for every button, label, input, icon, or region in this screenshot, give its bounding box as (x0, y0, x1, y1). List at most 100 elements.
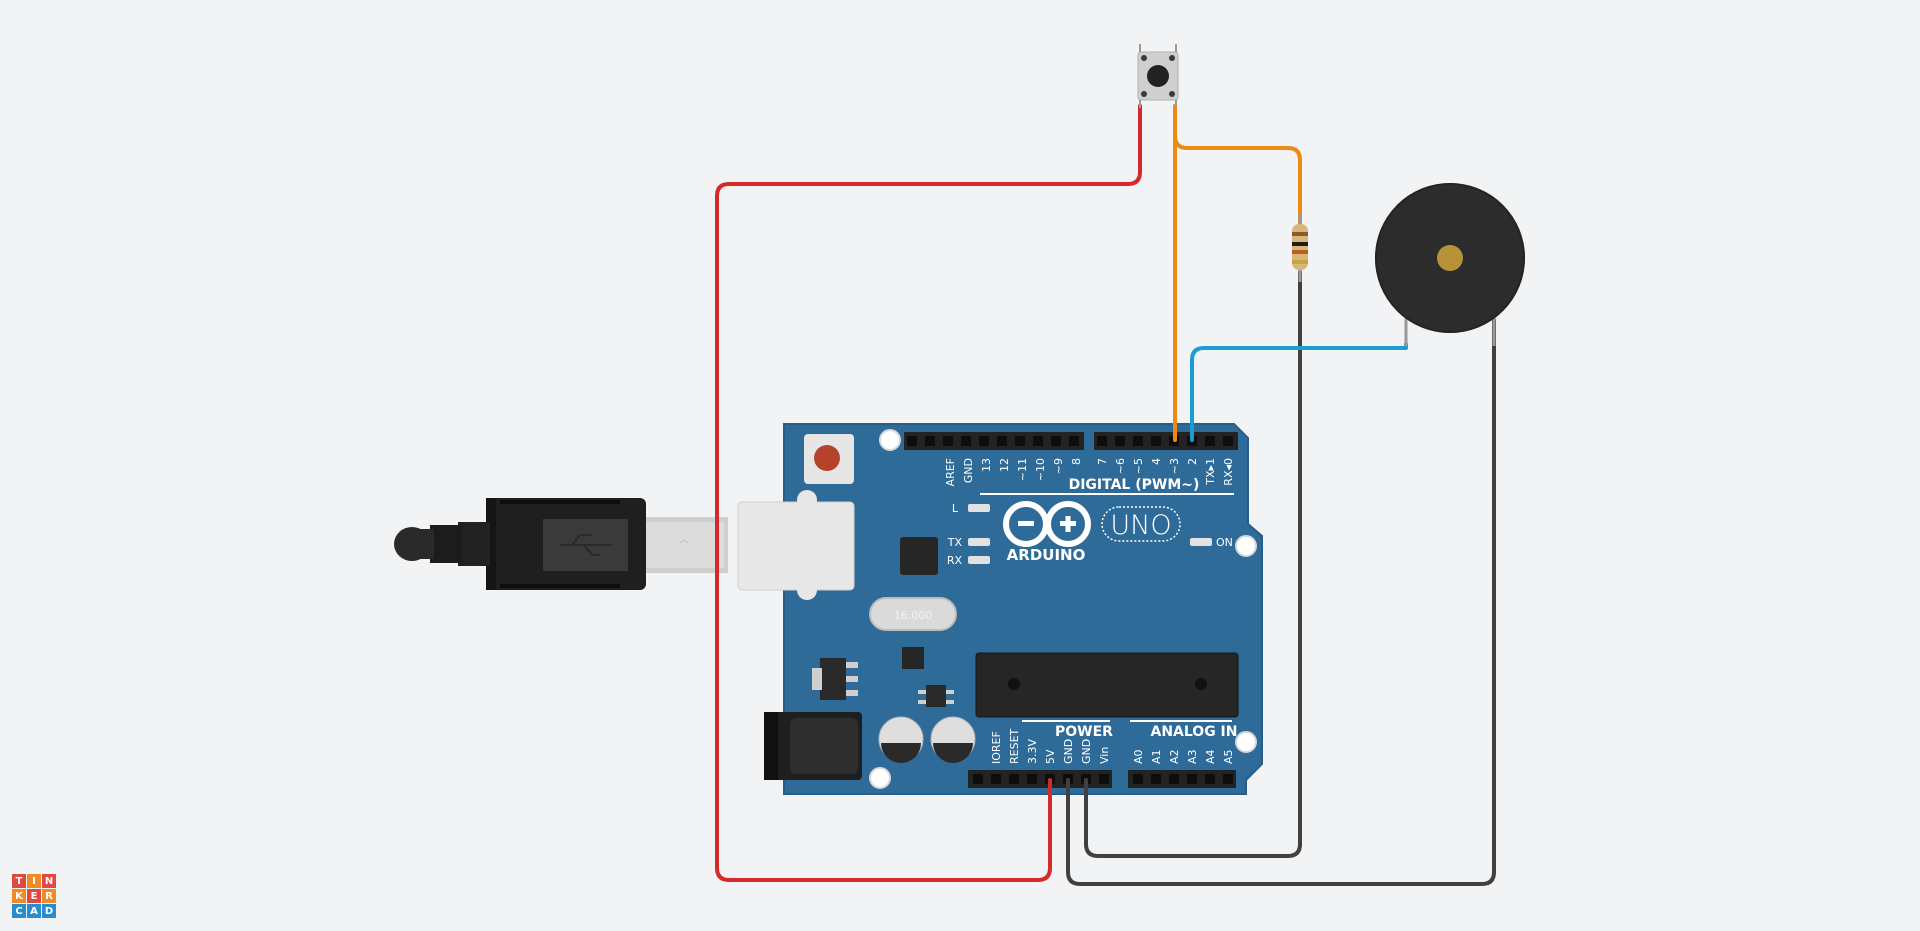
capacitors (878, 716, 976, 763)
logo-letter: K (12, 889, 26, 903)
pin-label: ~3 (1168, 458, 1181, 474)
pin-label: 2 (1186, 458, 1199, 465)
pin-label: GND (1062, 739, 1075, 764)
pin-label: GND (962, 458, 975, 483)
pin-socket[interactable] (943, 436, 953, 446)
usb-icon (560, 534, 612, 556)
pin-label: IOREF (990, 731, 1003, 764)
pin-label: A4 (1204, 749, 1217, 764)
power-header (968, 770, 1112, 788)
pin-label: A5 (1222, 749, 1235, 764)
digital-header-label: DIGITAL (PWM~) (1069, 477, 1200, 493)
pin-socket[interactable] (961, 436, 971, 446)
piezo-buzzer[interactable] (1375, 183, 1525, 346)
pin-socket[interactable] (1097, 436, 1107, 446)
pin-socket[interactable] (1099, 774, 1109, 784)
pin-socket[interactable] (907, 436, 917, 446)
pin-socket[interactable] (1169, 774, 1179, 784)
regulator (812, 658, 858, 700)
pin-label: Vin (1098, 747, 1111, 764)
pin-label: ~6 (1114, 458, 1127, 474)
resistor[interactable] (1292, 214, 1308, 282)
pin-label: 13 (980, 458, 993, 472)
logo-letter: A (27, 904, 41, 918)
pin-label: 7 (1096, 458, 1109, 465)
pin-socket[interactable] (991, 774, 1001, 784)
logo-letter: D (42, 904, 56, 918)
pin-socket[interactable] (1133, 774, 1143, 784)
pin-socket[interactable] (1205, 436, 1215, 446)
pin-label: 5V (1044, 749, 1057, 764)
pin-label: ~10 (1034, 458, 1047, 481)
wire-button-to-resistor[interactable] (1173, 104, 1302, 228)
pin-label: 3.3V (1026, 739, 1039, 764)
analog-header (1128, 770, 1236, 788)
wire-buzzer-to-pin2[interactable] (1190, 342, 1408, 442)
pin-socket[interactable] (979, 436, 989, 446)
pin-label: A3 (1186, 749, 1199, 764)
usb-cable[interactable] (394, 498, 728, 590)
logo-letter: T (12, 874, 26, 888)
arduino-uno-board[interactable]: 16.000 L TX RX (737, 423, 1263, 795)
crystal-label: 16.000 (894, 609, 933, 622)
digital-header-right (1094, 432, 1238, 450)
wire-resistor-to-gnd[interactable] (1084, 270, 1302, 858)
pin-socket[interactable] (1187, 774, 1197, 784)
pin-label: 12 (998, 458, 1011, 472)
pin-socket[interactable] (1115, 436, 1125, 446)
pin-socket[interactable] (1009, 774, 1019, 784)
reset-button[interactable] (804, 434, 854, 484)
pin-socket[interactable] (1223, 436, 1233, 446)
usb-chip (900, 537, 938, 575)
pin-label: ~5 (1132, 458, 1145, 474)
uno-badge: UNO (1101, 506, 1181, 542)
power-header-label: POWER (1055, 724, 1113, 740)
pin-socket[interactable] (1051, 436, 1061, 446)
pin-socket[interactable] (997, 436, 1007, 446)
power-jack (764, 712, 862, 780)
push-button[interactable] (1137, 44, 1179, 108)
logo-letter: C (12, 904, 26, 918)
pin-socket[interactable] (1027, 774, 1037, 784)
pin-socket[interactable] (1223, 774, 1233, 784)
pin-socket[interactable] (1151, 436, 1161, 446)
wires (715, 104, 1496, 886)
led-l-label: L (952, 502, 959, 515)
led-tx-label: TX (947, 536, 963, 549)
mounting-holes (869, 429, 1257, 789)
pin-socket[interactable] (1069, 436, 1079, 446)
onboard-leds (968, 504, 1212, 564)
usb-jack (737, 490, 855, 600)
pin-socket[interactable] (1151, 774, 1161, 784)
atmega-chip (975, 652, 1239, 718)
pin-label: 8 (1070, 458, 1083, 465)
crystal-oscillator: 16.000 (869, 597, 957, 631)
pin-label: RESET (1008, 728, 1021, 764)
wire-5v-to-button[interactable] (715, 104, 1142, 882)
pin-label: GND (1080, 739, 1093, 764)
pin-socket[interactable] (973, 774, 983, 784)
pin-socket[interactable] (1015, 436, 1025, 446)
pin-label: RX◂0 (1222, 458, 1235, 486)
pin-label: ~11 (1016, 458, 1029, 481)
model-label: UNO (1110, 510, 1171, 541)
pin-label: 4 (1150, 458, 1163, 465)
wire-buzzer-to-gnd[interactable] (1066, 318, 1496, 886)
brand-label: ARDUINO (1007, 546, 1086, 564)
logo-letter: I (27, 874, 41, 888)
logo-letter: N (42, 874, 56, 888)
arduino-logo-icon (1003, 501, 1091, 547)
pin-socket[interactable] (1205, 774, 1215, 784)
pin-socket[interactable] (1133, 436, 1143, 446)
transistor (918, 685, 954, 707)
pin-socket[interactable] (925, 436, 935, 446)
small-chip (902, 647, 924, 669)
pin-socket[interactable] (1033, 436, 1043, 446)
pin-label: A0 (1132, 749, 1145, 764)
analog-header-label: ANALOG IN (1150, 724, 1237, 740)
on-label: ON (1216, 536, 1233, 549)
pin-label: ~9 (1052, 458, 1065, 474)
